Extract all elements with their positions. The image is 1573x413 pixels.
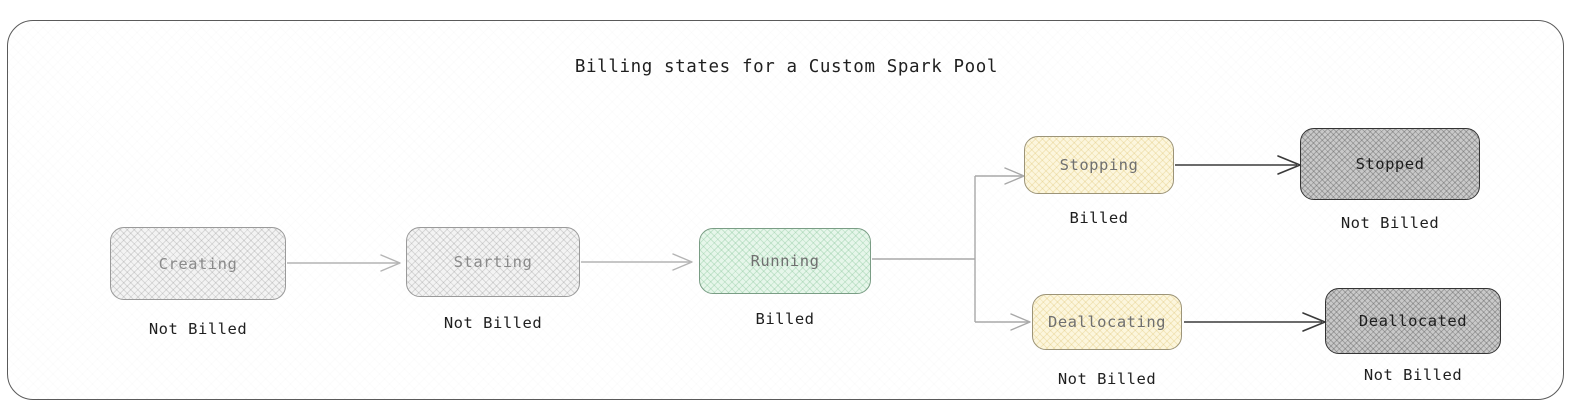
caption-starting: Not Billed bbox=[443, 314, 543, 332]
caption-running: Billed bbox=[755, 310, 815, 328]
node-creating-label: Creating bbox=[158, 254, 238, 273]
node-creating[interactable]: Creating bbox=[110, 227, 286, 300]
node-stopped[interactable]: Stopped bbox=[1300, 128, 1480, 200]
caption-deallocating: Not Billed bbox=[1057, 370, 1157, 388]
diagram-title: Billing states for a Custom Spark Pool bbox=[574, 57, 999, 77]
node-stopped-label: Stopped bbox=[1355, 155, 1425, 173]
caption-deallocated: Not Billed bbox=[1363, 366, 1463, 384]
node-starting-label: Starting bbox=[453, 253, 533, 271]
node-deallocating[interactable]: Deallocating bbox=[1032, 294, 1182, 350]
node-running[interactable]: Running bbox=[699, 228, 871, 294]
caption-creating: Not Billed bbox=[148, 320, 248, 338]
node-running-label: Running bbox=[750, 252, 820, 270]
node-stopping-label: Stopping bbox=[1059, 156, 1139, 174]
node-deallocated-label: Deallocated bbox=[1358, 312, 1468, 330]
diagram-frame bbox=[7, 20, 1564, 400]
caption-stopping: Billed bbox=[1069, 209, 1129, 227]
node-deallocated[interactable]: Deallocated bbox=[1325, 288, 1501, 354]
caption-stopped: Not Billed bbox=[1340, 214, 1440, 232]
node-deallocating-label: Deallocating bbox=[1048, 313, 1166, 331]
node-starting[interactable]: Starting bbox=[406, 227, 580, 297]
node-stopping[interactable]: Stopping bbox=[1024, 136, 1174, 194]
